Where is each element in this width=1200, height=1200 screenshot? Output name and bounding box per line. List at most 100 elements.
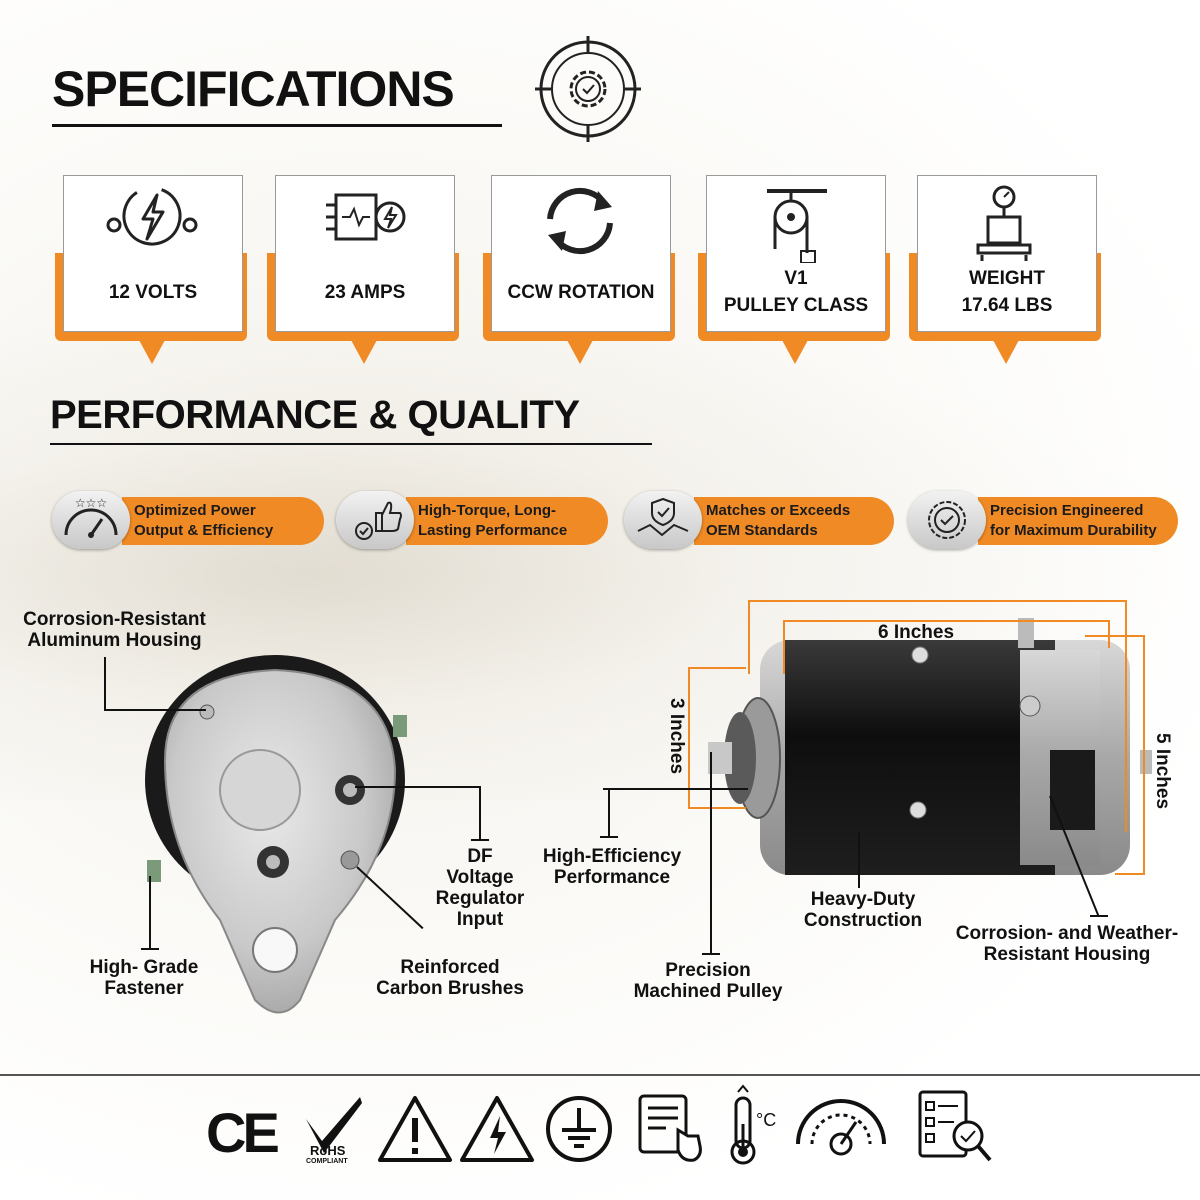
callout-line2: Carbon Brushes [376, 978, 524, 999]
callout-line [1090, 915, 1108, 917]
gear-target-icon [535, 36, 641, 142]
callout-line3: Regulator [435, 888, 525, 909]
dimension-pulley-label: 3 Inches [666, 697, 687, 775]
callout-line1: Corrosion-Resistant [23, 609, 206, 630]
rohs-check-icon [306, 1097, 362, 1153]
generator-end-view-image [145, 655, 407, 1014]
circuit-icon [326, 193, 406, 241]
svg-text:☆☆☆: ☆☆☆ [75, 496, 107, 510]
scale-icon [976, 185, 1032, 261]
ground-icon [546, 1096, 612, 1162]
callout-line4: Input [456, 909, 504, 930]
rohs-label: RoHS [310, 1143, 346, 1158]
dimension-line [688, 667, 690, 807]
callout-weather: Corrosion- and Weather-Resistant Housing [940, 923, 1194, 965]
callout-line2: Performance [553, 867, 671, 888]
callout-line2: Aluminum Housing [27, 630, 202, 651]
feature-line1: Optimized Power [134, 502, 256, 519]
callout-line [479, 786, 481, 840]
performance-heading: PERFORMANCE & QUALITY [50, 393, 580, 437]
spec-card-rotation: CCW ROTATION [483, 175, 675, 364]
feature-line2: OEM Standards [706, 522, 818, 539]
spec-label-line2: PULLEY CLASS [723, 295, 869, 316]
electrical-hazard-icon [460, 1096, 534, 1162]
temperature-unit-label: °C [756, 1110, 777, 1130]
dimension-body-label: 5 Inches [1152, 732, 1173, 810]
speed-gauge-icon [796, 1099, 886, 1156]
feature-line1: Precision Engineered [990, 502, 1144, 519]
callout-line1: Heavy-Duty [810, 889, 916, 910]
dimension-line-length-top [748, 600, 1126, 602]
callout-line [603, 788, 748, 790]
dimension-length-label: 6 Inches [878, 622, 955, 643]
spec-label: CCW ROTATION [507, 281, 655, 303]
callout-line2: Machined Pulley [633, 981, 783, 1002]
thermometer-icon [730, 1084, 756, 1165]
divider [0, 1074, 1200, 1076]
spec-label-line1: WEIGHT [968, 268, 1045, 289]
generator-side-view-image [708, 618, 1152, 875]
callout-line1: High- Grade [89, 957, 199, 978]
callout-line [600, 836, 618, 838]
dimension-line-length-inner [783, 620, 1109, 622]
dimension-line [748, 600, 750, 674]
specifications-heading: SPECIFICATIONS [52, 61, 455, 117]
power-icon [106, 186, 198, 246]
callout-line [104, 709, 206, 711]
callout-line [710, 752, 712, 954]
callout-line1: High-Efficiency [542, 846, 682, 867]
ce-mark-icon: CE [206, 1101, 280, 1164]
callout-line [702, 953, 720, 955]
dimension-line-body-bottom [1115, 873, 1145, 875]
spec-card-voltage: 12 VOLTS [55, 175, 247, 364]
dimension-line-pulley-top [688, 667, 746, 669]
thumbs-up-icon [355, 501, 402, 540]
callout-line [149, 876, 151, 948]
feature-line2: for Maximum Durability [990, 522, 1157, 539]
spec-label-line2: 17.64 LBS [961, 295, 1053, 316]
spec-label: 12 VOLTS [108, 281, 198, 303]
rotation-icon [547, 187, 613, 255]
feature-line1: High-Torque, Long- [418, 502, 557, 519]
rohs-compliant-label: COMPLIANT [306, 1158, 348, 1165]
feature-line2: Lasting Performance [418, 522, 568, 539]
feature-line2: Output & Efficiency [134, 522, 274, 539]
heading-underline [52, 124, 502, 127]
callout-line [355, 786, 481, 788]
dimension-line [1125, 600, 1127, 832]
spec-label-line1: V1 [784, 268, 808, 289]
badge-check-icon [928, 501, 966, 539]
callout-line [858, 832, 860, 888]
speedometer-icon: ☆☆☆ [64, 496, 118, 538]
inspection-checklist-icon [918, 1090, 992, 1162]
callout-line [471, 839, 489, 841]
pulley-icon [767, 189, 827, 263]
callout-line1: Precision [665, 960, 751, 981]
dimension-line [1143, 635, 1145, 875]
heading-underline [50, 443, 652, 445]
handshake-icon [637, 497, 689, 537]
spec-card-amps: 23 AMPS [267, 175, 459, 364]
feature-line1: Matches or Exceeds [706, 502, 851, 519]
dimension-line-pulley-bottom [688, 807, 746, 809]
spec-label: 23 AMPS [324, 281, 406, 303]
callout-line1: Corrosion- and Weather- [955, 923, 1179, 944]
warning-icon [378, 1096, 452, 1162]
dimension-line-body-top [1085, 635, 1145, 637]
callout-line1: DF [467, 846, 493, 867]
callout-line2: Resistant Housing [983, 944, 1151, 965]
callout-line [104, 657, 106, 711]
callout-line1: Reinforced [400, 957, 500, 978]
callout-line [608, 788, 610, 836]
dimension-line [783, 620, 785, 674]
callout-line2: Construction [803, 910, 923, 931]
manual-touch-icon [638, 1094, 702, 1162]
